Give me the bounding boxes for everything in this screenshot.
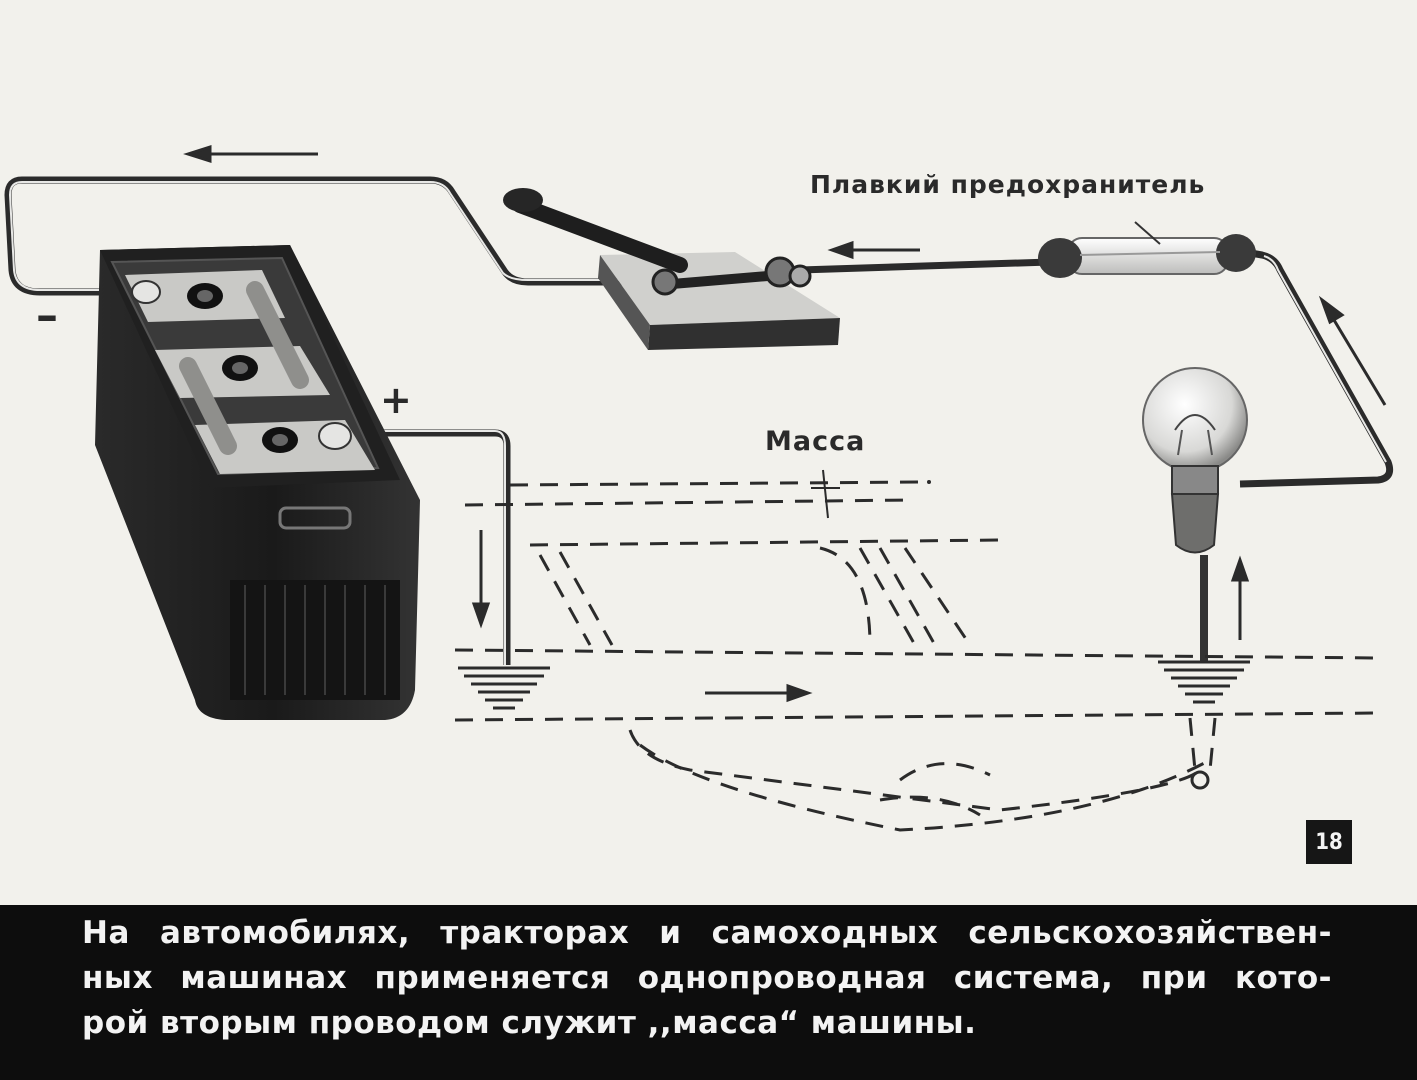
caption-line-3: рой вторым проводом служит ,,масса“ маши… bbox=[82, 1005, 977, 1041]
current-arrow-up bbox=[1230, 555, 1250, 640]
caption-line-1: На автомобилях, тракторах и самоходных с… bbox=[82, 915, 1332, 951]
page-number-badge: 18 bbox=[1306, 820, 1352, 864]
knife-switch bbox=[503, 188, 840, 350]
ground-symbol-battery bbox=[458, 666, 550, 710]
caption-bar: На автомобилях, тракторах и самоходных с… bbox=[0, 905, 1417, 1080]
chassis-outline bbox=[454, 480, 1381, 832]
lamp bbox=[1142, 367, 1248, 662]
current-arrow-switch bbox=[827, 240, 920, 260]
wire-switch-fuse bbox=[799, 258, 1051, 274]
fuse bbox=[1038, 221, 1256, 278]
positive-terminal-label: + bbox=[380, 378, 412, 422]
caption-line-2: ных машинах применяется однопроводная си… bbox=[82, 960, 1332, 996]
current-arrow-right-wire bbox=[1318, 295, 1387, 406]
current-arrow-chassis bbox=[705, 683, 813, 703]
battery bbox=[95, 245, 420, 720]
mass-label: Масса bbox=[765, 426, 866, 457]
wire-fuse-lamp bbox=[1239, 248, 1394, 488]
ground-symbol-lamp bbox=[1158, 660, 1250, 704]
fuse-label: Плавкий предохранитель bbox=[810, 170, 1206, 199]
axle-symbol bbox=[1190, 770, 1210, 790]
current-arrow-top bbox=[183, 144, 318, 164]
circuit-diagram bbox=[4, 144, 1394, 832]
current-arrow-down bbox=[471, 530, 491, 629]
negative-terminal-label: – bbox=[36, 290, 58, 341]
